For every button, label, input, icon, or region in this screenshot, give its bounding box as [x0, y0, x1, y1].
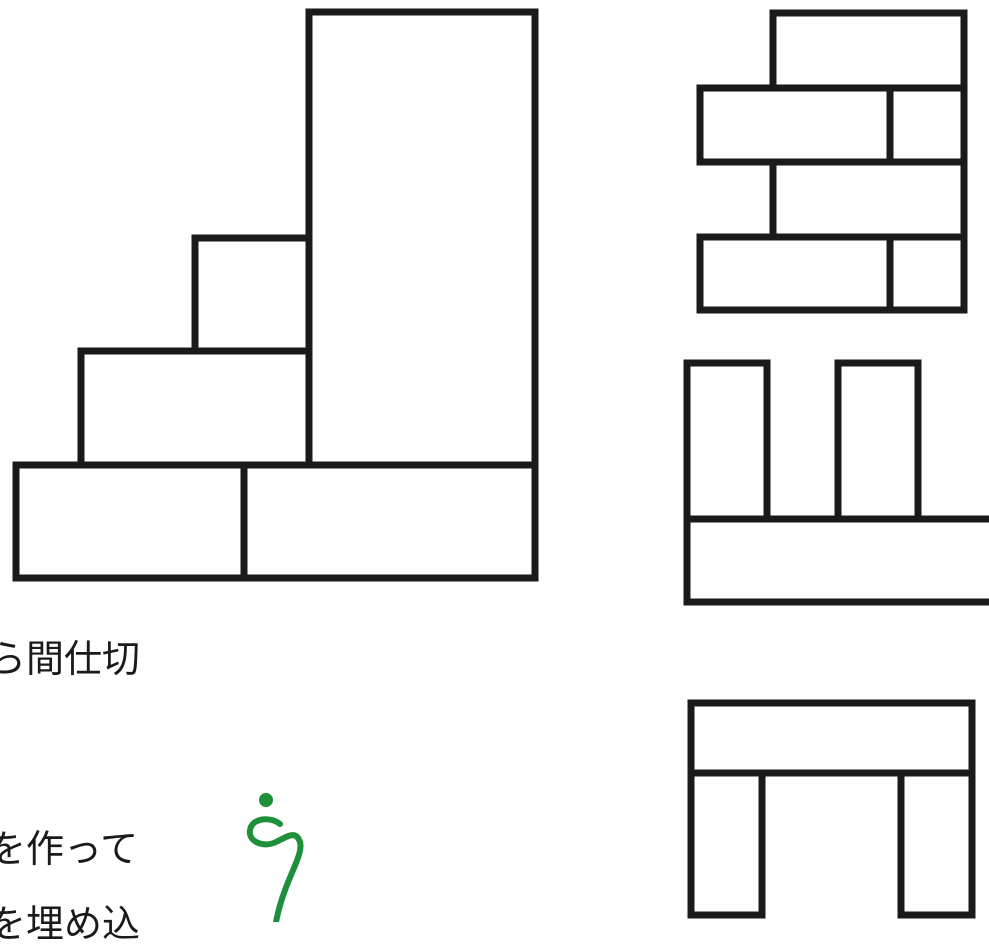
brick-row-3: [769, 158, 968, 241]
tall-block: [305, 8, 539, 469]
stair-block-group: [12, 8, 539, 582]
pillar-right: [834, 359, 922, 523]
table-leg-left: [687, 769, 766, 919]
caption-line-3: を埋め込: [0, 902, 141, 946]
brick-row-1: [769, 9, 968, 92]
caption-line-2: を作って: [0, 827, 139, 871]
block-diagrams: [12, 8, 989, 919]
base-slab: [683, 515, 989, 606]
middle-step-block: [77, 347, 313, 469]
small-square-block: [191, 234, 313, 355]
brick-row-2-left: [696, 84, 894, 166]
green-swirl-icon: [246, 793, 304, 922]
caption-line-1: ら間仕切: [0, 637, 141, 681]
pillars-on-base-group: [683, 359, 989, 606]
brick-row-4-right: [886, 233, 968, 314]
table-leg-right: [897, 769, 976, 919]
table-shape-group: [687, 699, 976, 919]
base-right-block: [240, 461, 539, 582]
brick-row-4-left: [696, 233, 894, 314]
table-top: [687, 699, 976, 777]
stacked-bricks-group: [696, 9, 968, 314]
pillar-left: [683, 359, 771, 523]
brick-row-2-right: [886, 84, 968, 166]
base-left-block: [12, 461, 248, 582]
